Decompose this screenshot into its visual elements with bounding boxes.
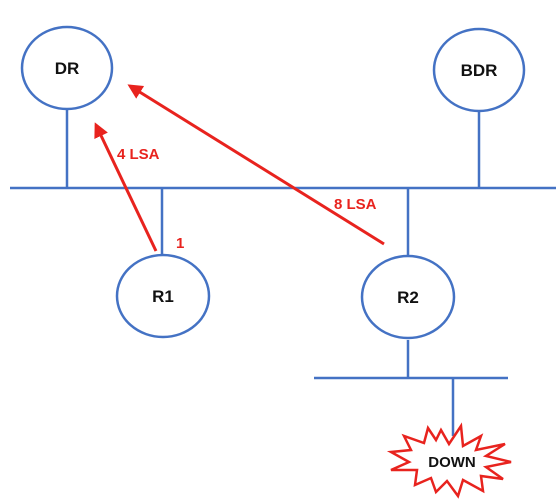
r2-to-dr-arrow (127, 84, 385, 246)
r1-to-dr-arrow (94, 122, 158, 252)
r1-router (115, 253, 211, 339)
link-cost-label: 1 (176, 235, 184, 252)
bdr-router (432, 27, 526, 113)
down-label: DOWN (428, 454, 476, 471)
dr-label: DR (55, 59, 80, 78)
lsa-4-label: 4 LSA (117, 146, 160, 163)
down-burst-icon (386, 422, 512, 499)
r1-label: R1 (152, 287, 174, 306)
dr-router (20, 25, 114, 111)
lsa-8-label: 8 LSA (334, 196, 377, 213)
r2-router (360, 254, 456, 340)
r2-label: R2 (397, 288, 419, 307)
bdr-label: BDR (461, 61, 498, 80)
